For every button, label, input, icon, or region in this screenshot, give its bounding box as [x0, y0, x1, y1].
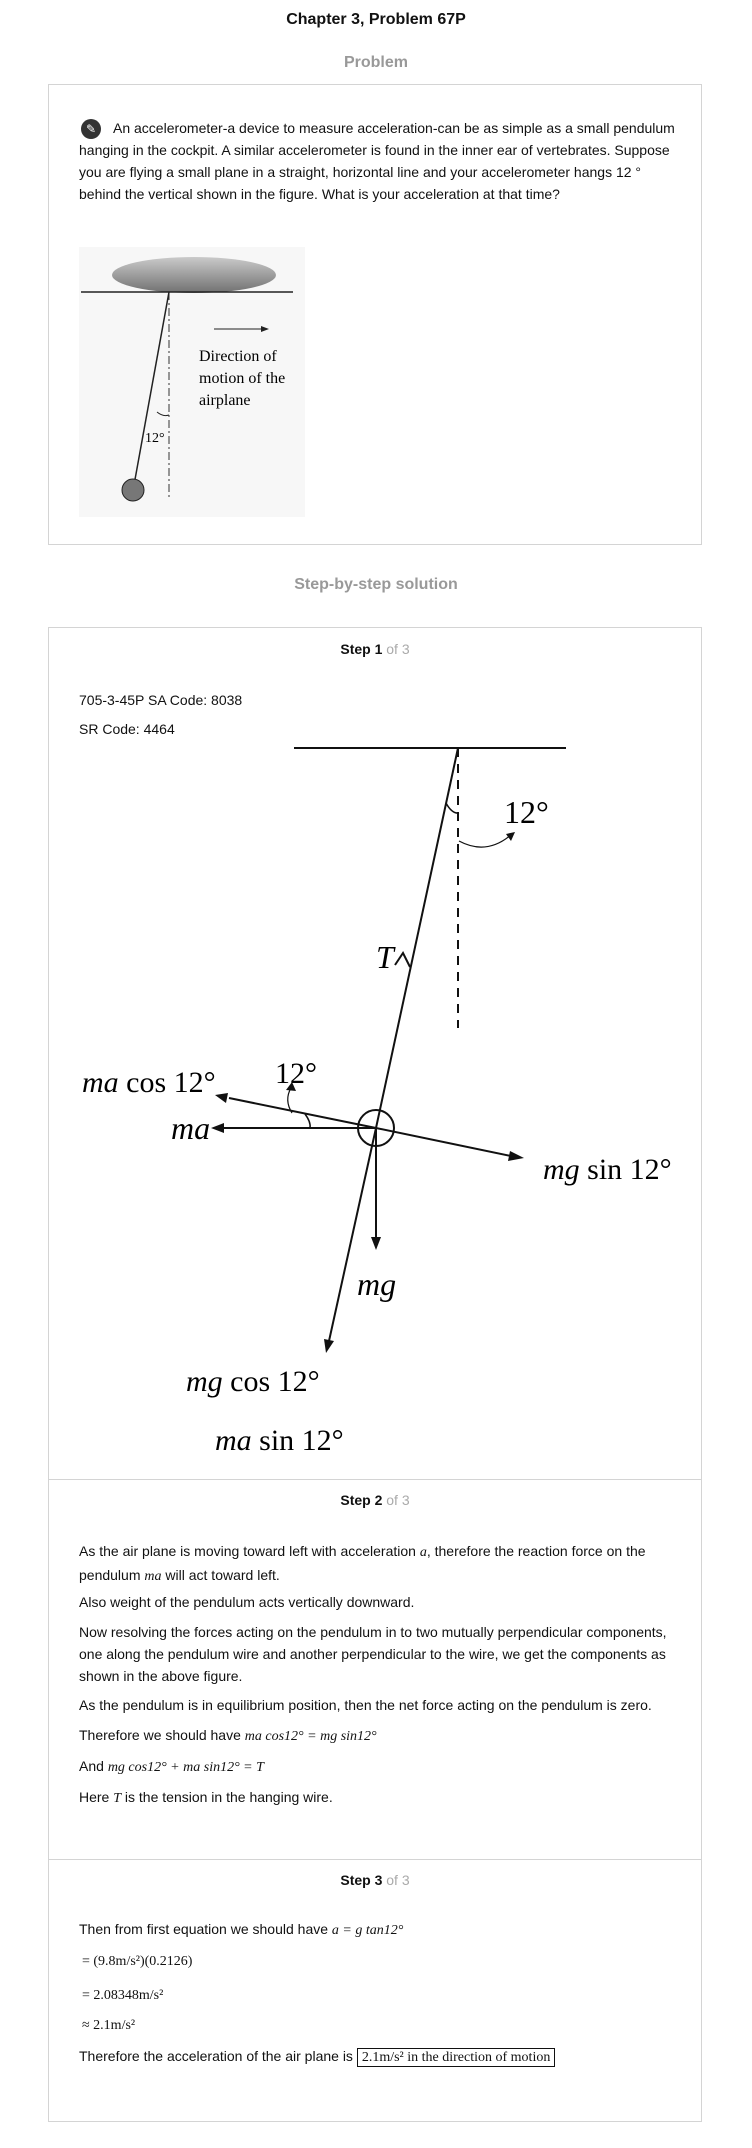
problem-figure: 12° Direction of motion of the airplane [79, 247, 305, 517]
equation-5: = 2.08348m/s² [82, 1988, 164, 2003]
angle-label: 12° [145, 431, 165, 446]
step-2-p7-var: T [113, 1791, 122, 1806]
tension-label: T [376, 939, 396, 975]
mg-sin-arrow-head [508, 1151, 524, 1161]
left-angle-label: 12° [275, 1057, 317, 1090]
step-2-p1-var2: ma [144, 1569, 162, 1584]
pendulum-bob [121, 478, 145, 502]
left-angle-pointer-head [286, 1082, 296, 1091]
mg-sin-arrow [375, 1127, 512, 1157]
problem-text: ✎An accelerometer-a device to measure ac… [79, 117, 679, 205]
mg-cos-italic: mg [186, 1365, 223, 1398]
tension-arrow-head [394, 951, 411, 968]
step-2-p5-text: Therefore we should have [79, 1727, 245, 1743]
solution-heading: Step-by-step solution [294, 576, 458, 593]
step-2-paragraph-5: Therefore we should have ma cos12° = mg … [79, 1724, 679, 1748]
equation-3: a = g tan12° [331, 1923, 404, 1938]
step-divider-1 [49, 1479, 701, 1480]
force-diagram: 12° T ma ma cos 12° 12° mg sin 12° mg mg… [82, 747, 672, 1457]
equation-6: ≈ 2.1m/s² [82, 2018, 136, 2033]
step-2-paragraph-1: As the air plane is moving toward left w… [79, 1540, 679, 1588]
step-2-p7-b: is the tension in the hanging wire. [121, 1789, 333, 1805]
angle-arc [156, 411, 170, 417]
ma-cos-label: ma cos 12° [82, 1066, 216, 1099]
step-3-conclusion: Therefore the acceleration of the air pl… [79, 2045, 679, 2069]
step-divider-2 [49, 1859, 701, 1860]
step-3-label: Step 3 [340, 1872, 383, 1888]
ma-sin-label: ma sin 12° [215, 1424, 344, 1457]
mg-sin-italic: mg [543, 1153, 580, 1186]
top-angle-label: 12° [504, 794, 549, 830]
pendulum-string [133, 291, 170, 486]
step-2-paragraph-2: Also weight of the pendulum acts vertica… [79, 1594, 415, 1610]
step-3-header: Step 3 of 3 [49, 1872, 701, 1888]
problem-heading: Problem [343, 54, 408, 71]
top-angle-arc [445, 802, 460, 814]
mg-arrow-head [371, 1237, 381, 1250]
ma-label: ma [171, 1110, 210, 1146]
direction-label-1: Direction of [199, 348, 277, 365]
step-3-of: of 3 [386, 1872, 410, 1888]
step-2-p1-b: , therefore the reaction force on the pe… [79, 1543, 646, 1583]
direction-label-3: airplane [199, 392, 251, 409]
step-2-label: Step 2 [340, 1492, 383, 1508]
mg-cos-rest: cos 12° [223, 1365, 320, 1398]
ma-sin-italic: ma [215, 1424, 252, 1457]
equation-4: = (9.8m/s²)(0.2126) [82, 1954, 193, 1969]
direction-label-2: motion of the [199, 370, 285, 387]
mg-label: mg [357, 1266, 396, 1302]
step-1-code-line: 705-3-45P SA Code: 8038 [79, 692, 243, 708]
step-3-paragraph-1: Then from first equation we should have … [79, 1918, 679, 1942]
step-2-paragraph-6: And mg cos12° + ma sin12° = T [79, 1755, 679, 1779]
problem-statement: An accelerometer-a device to measure acc… [79, 120, 675, 203]
steps-box: Step 1 of 3 705-3-45P SA Code: 8038 SR C… [48, 627, 702, 2122]
equation-2: mg cos12° + ma sin12° = T [107, 1760, 264, 1775]
mg-cos-label: mg cos 12° [186, 1365, 320, 1398]
chegg-icon: ✎ [81, 119, 101, 140]
ma-sin-rest: sin 12° [252, 1424, 344, 1457]
top-angle-pointer [458, 833, 513, 848]
mg-cos-arrow [328, 1127, 377, 1342]
final-answer: 2.1m/s² in the direction of motion [356, 2048, 556, 2067]
step-2-paragraph-7: Here T is the tension in the hanging wir… [79, 1786, 679, 1810]
top-angle-pointer-head [506, 832, 515, 841]
step-1-label: Step 1 [340, 641, 383, 657]
step-1-sr-line: SR Code: 4464 [79, 721, 175, 737]
page-title: Chapter 3, Problem 67P [286, 11, 466, 28]
step-1-of: of 3 [386, 641, 410, 657]
problem-box: ✎An accelerometer-a device to measure ac… [48, 84, 702, 545]
equation-1: ma cos12° = mg sin12° [244, 1729, 377, 1744]
ceiling-hatch [112, 257, 276, 293]
step-1-header: Step 1 of 3 [49, 641, 701, 657]
diagram-string [375, 747, 459, 1129]
step-2-p1-a: As the air plane is moving toward left w… [79, 1543, 420, 1559]
step-2-p1-var: a [419, 1545, 427, 1560]
step-2-p1-c: will act toward left. [161, 1567, 280, 1583]
step-2-header: Step 2 of 3 [49, 1492, 701, 1508]
step-2-p6-text: And [79, 1758, 108, 1774]
ma-cos-arrow [228, 1097, 377, 1129]
step-2-p7-a: Here [79, 1789, 114, 1805]
mg-cos-arrow-head [324, 1339, 334, 1353]
ma-arrow-head [211, 1123, 224, 1133]
step-2-paragraph-3: Now resolving the forces acting on the p… [79, 1624, 667, 1684]
step-3-p1-text: Then from first equation we should have [79, 1921, 332, 1937]
step-3-conclusion-text: Therefore the acceleration of the air pl… [79, 2048, 357, 2064]
ma-cos-arrow-head [215, 1093, 228, 1103]
step-2-paragraph-4: As the pendulum is in equilibrium positi… [79, 1697, 652, 1713]
direction-arrow-head [261, 326, 269, 332]
ma-cos-rest: cos 12° [119, 1066, 216, 1099]
mg-sin-label: mg sin 12° [543, 1153, 672, 1186]
mg-sin-rest: sin 12° [580, 1153, 672, 1186]
left-angle-arc [304, 1113, 311, 1129]
step-2-of: of 3 [386, 1492, 410, 1508]
ma-cos-italic: ma [82, 1066, 119, 1099]
